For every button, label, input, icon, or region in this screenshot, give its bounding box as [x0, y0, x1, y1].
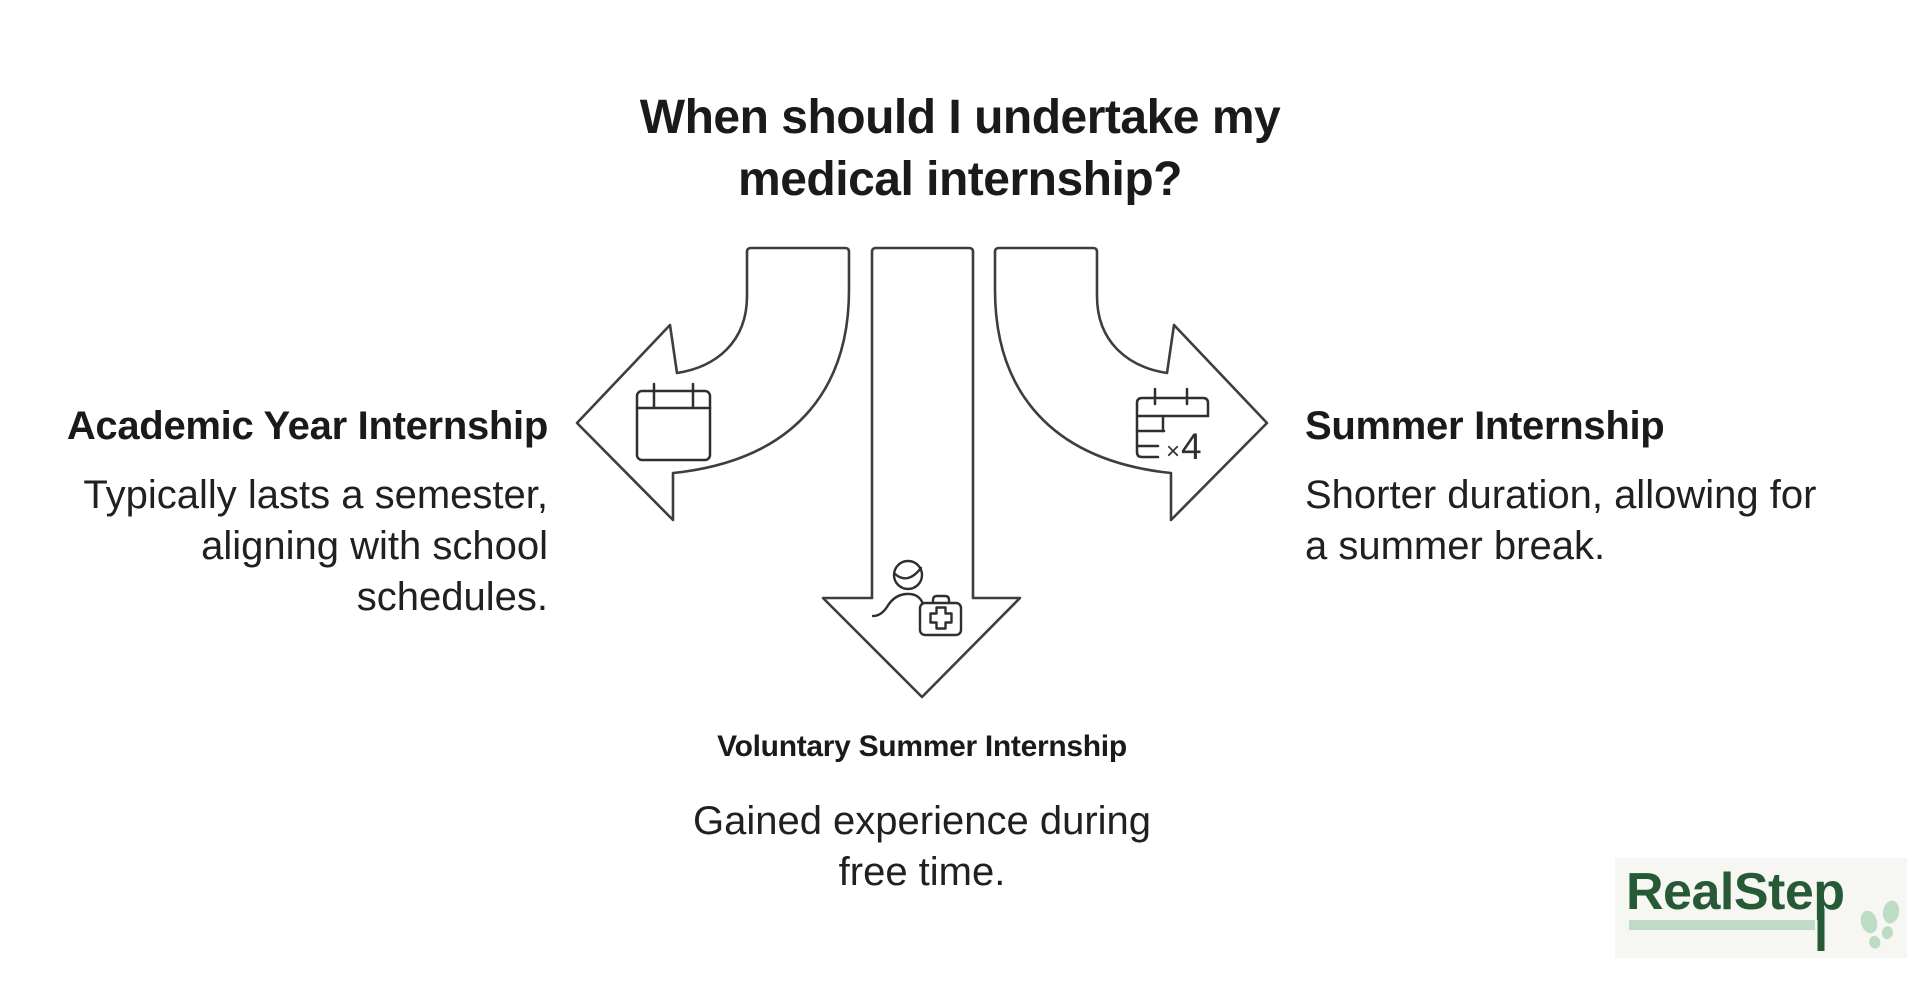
calendar-icon	[635, 382, 712, 462]
calendar-x4-icon: ×4	[1135, 387, 1210, 467]
branch-voluntary-summer-body: Gained experience during free time.	[622, 796, 1222, 898]
volunteer-medical-icon	[871, 559, 963, 637]
footprints-icon	[1860, 900, 1900, 949]
title-line-1: When should I undertake my	[639, 91, 1281, 144]
branch-summer: Summer Internship Shorter duration, allo…	[1305, 403, 1865, 572]
title-line-2: medical internship?	[738, 153, 1182, 206]
body-line: Shorter duration, allowing for	[1305, 473, 1817, 517]
branch-academic-year-body: Typically lasts a semester, aligning wit…	[60, 470, 548, 623]
realstep-logo-art: RealStep	[1626, 863, 1900, 951]
logo-underline-bar	[1629, 920, 1815, 930]
body-line: free time.	[838, 850, 1006, 894]
body-line: aligning with school	[201, 524, 548, 568]
branch-voluntary-summer: Voluntary Summer Internship Gained exper…	[622, 729, 1222, 898]
branch-summer-body: Shorter duration, allowing for a summer …	[1305, 470, 1865, 572]
branch-academic-year: Academic Year Internship Typically lasts…	[60, 403, 548, 623]
body-line: Typically lasts a semester,	[83, 473, 548, 517]
body-line: schedules.	[356, 575, 548, 619]
branch-summer-heading: Summer Internship	[1305, 404, 1665, 448]
body-line: a summer break.	[1305, 524, 1606, 568]
logo-wordmark: RealStep	[1626, 863, 1845, 921]
branch-academic-year-heading: Academic Year Internship	[66, 404, 548, 448]
page-title: When should I undertake my medical inter…	[38, 87, 1882, 211]
down-arrow-shape	[821, 246, 1022, 699]
calendar-multiplier-label: ×4	[1166, 426, 1202, 467]
body-line: Gained experience during	[692, 799, 1152, 843]
logo-p-descender	[1817, 908, 1825, 951]
realstep-logo: RealStep	[1615, 858, 1907, 958]
right-arrow-shape	[993, 246, 1269, 522]
branch-voluntary-summer-heading: Voluntary Summer Internship	[717, 730, 1127, 763]
left-arrow-shape	[575, 246, 851, 522]
